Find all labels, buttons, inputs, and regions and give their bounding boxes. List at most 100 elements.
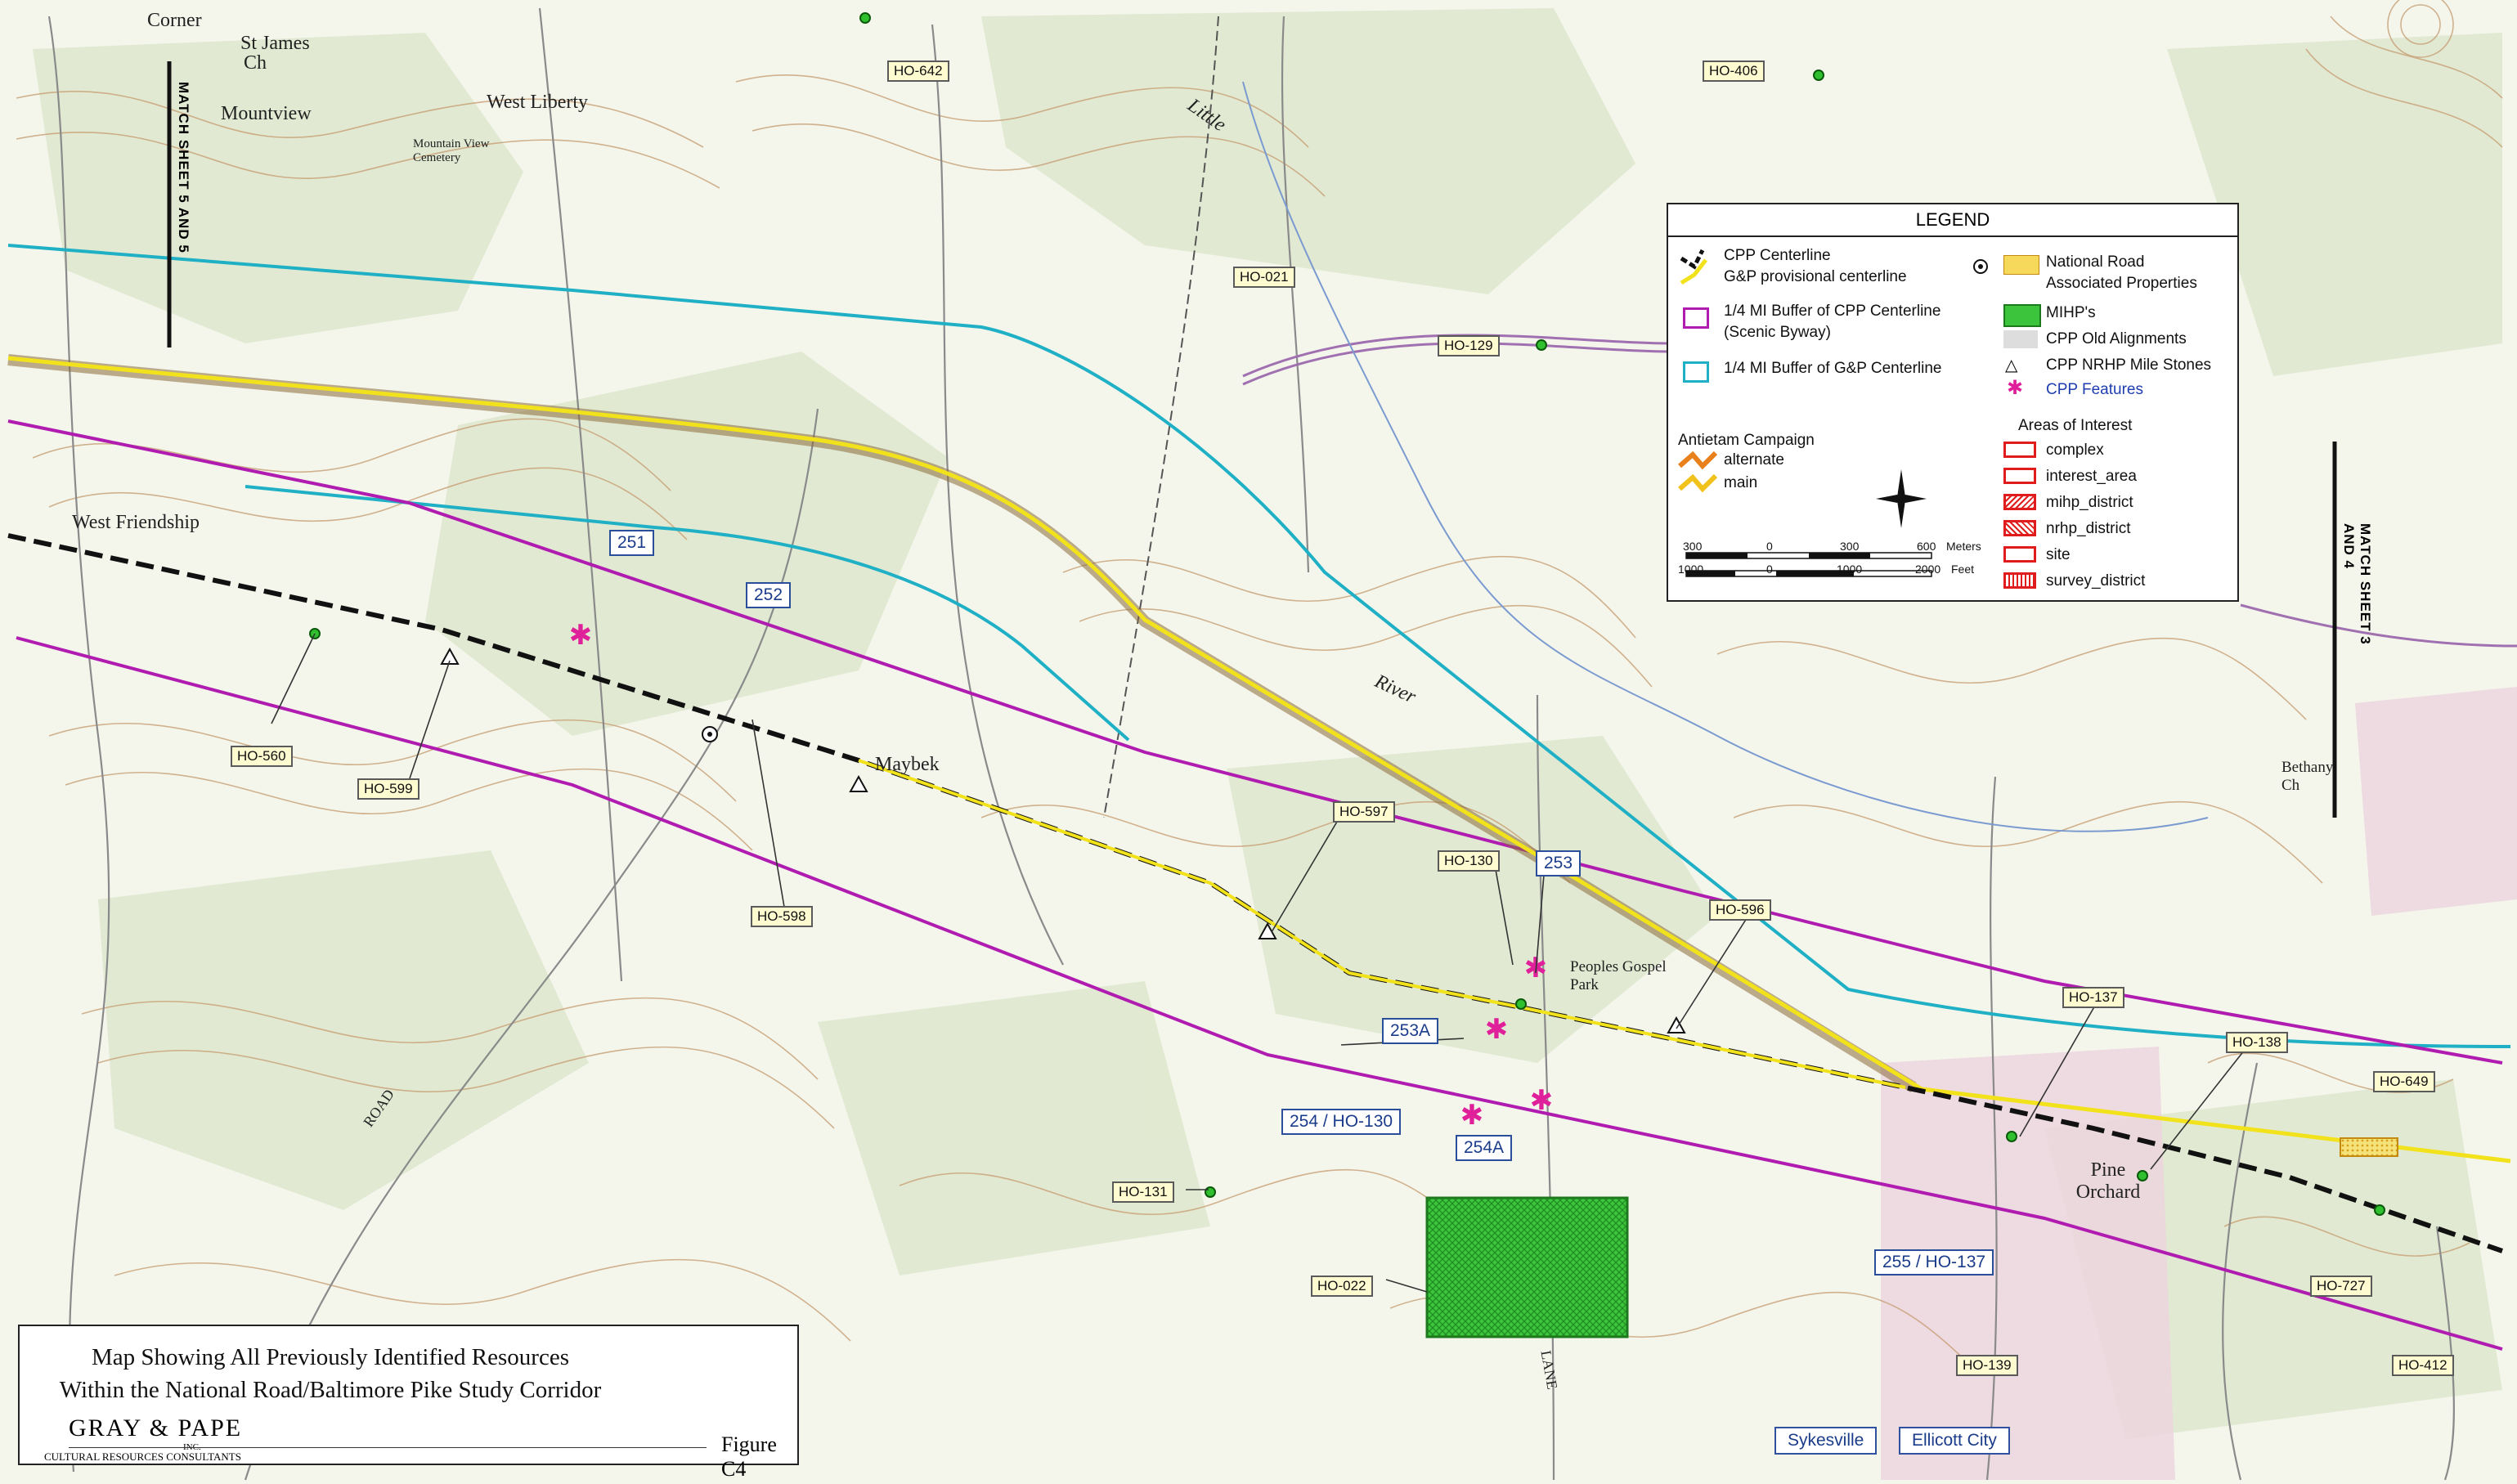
- little-patuxent-river: [1242, 81, 2209, 832]
- scale-m-unit: Meters: [1946, 540, 1981, 553]
- mihp-swatch: [2003, 304, 2041, 327]
- scale-m-2: 300: [1840, 540, 1860, 553]
- town-bethany-ch: Bethany Ch: [2281, 759, 2334, 794]
- scale-ft-2: 1000: [1837, 563, 1863, 576]
- feature-255[interactable]: 255 / HO-137: [1874, 1249, 1994, 1276]
- legend-main: main: [1724, 474, 1758, 491]
- legend-cpp-centerline: CPP Centerline: [1724, 247, 1831, 264]
- national-road-swatch: [2003, 255, 2039, 275]
- label-ho-598[interactable]: HO-598: [751, 906, 813, 927]
- legend-title: LEGEND: [1915, 209, 1990, 230]
- town-peoples-gospel-park: Peoples Gospel Park: [1570, 958, 1667, 993]
- nrhp-district-swatch: [2003, 520, 2036, 536]
- legend-survey-district: survey_district: [2046, 572, 2146, 590]
- national-road-property[interactable]: [2340, 1137, 2398, 1157]
- railway-line: [1103, 16, 1219, 818]
- label-ho-642[interactable]: HO-642: [887, 61, 949, 82]
- mile-stone-markers: [440, 647, 1686, 1033]
- gp-centerline: [7, 356, 2511, 1163]
- match-sheet-left: MATCH SHEET 5 AND 5: [176, 82, 191, 253]
- legend-mile-stones: CPP NRHP Mile Stones: [2046, 356, 2212, 374]
- firm-subtitle: CULTURAL RESOURCES CONSULTANTS: [44, 1450, 241, 1463]
- scale-bar: [1685, 552, 1932, 577]
- legend-site: site: [2046, 546, 2071, 563]
- town-mountview: Mountview: [221, 103, 312, 124]
- town-st-james-ch: Ch: [244, 52, 267, 74]
- legend-buffer-cpp: 1/4 MI Buffer of CPP Centerline: [1724, 303, 1941, 320]
- svg-text:✱: ✱: [569, 619, 593, 652]
- label-ho-596[interactable]: HO-596: [1709, 899, 1771, 921]
- legend-gp-centerline: G&P provisional centerline: [1724, 268, 1907, 285]
- firm-name: GRAY & PAPE: [69, 1415, 243, 1441]
- feature-253a[interactable]: 253A: [1382, 1018, 1439, 1044]
- complex-swatch: [2003, 442, 2036, 458]
- site-swatch: [2003, 546, 2036, 563]
- title-line-2: Within the National Road/Baltimore Pike …: [59, 1377, 602, 1403]
- feature-252[interactable]: 252: [746, 582, 792, 608]
- legend-buffer-gp: 1/4 MI Buffer of G&P Centerline: [1724, 360, 1942, 377]
- label-ho-129[interactable]: HO-129: [1438, 335, 1500, 356]
- legend-mihp-district: mihp_district: [2046, 494, 2133, 511]
- label-ho-727[interactable]: HO-727: [2310, 1276, 2372, 1297]
- match-sheet-bars: [167, 61, 2337, 818]
- label-ho-406[interactable]: HO-406: [1703, 61, 1765, 82]
- old-alignments-swatch: [2003, 330, 2038, 348]
- antietam-swatch: [1678, 451, 1718, 493]
- label-ho-137[interactable]: HO-137: [2062, 987, 2124, 1008]
- ellicott-city-button[interactable]: Ellicott City: [1899, 1427, 2010, 1455]
- label-ho-139[interactable]: HO-139: [1956, 1355, 2018, 1376]
- label-ho-560[interactable]: HO-560: [231, 746, 293, 767]
- label-leaders: [271, 633, 2251, 1293]
- svg-text:✱: ✱: [1460, 1099, 1484, 1132]
- label-ho-649[interactable]: HO-649: [2373, 1071, 2435, 1092]
- legend-mihps: MIHP's: [2046, 304, 2096, 321]
- feature-star-icon: ✱: [2007, 377, 2024, 399]
- mihp-district-swatch: [2003, 494, 2036, 510]
- national-road-point-icon: [1973, 259, 1988, 274]
- scale-m-1: 0: [1766, 540, 1773, 553]
- scale-ft-unit: Feet: [1951, 563, 1975, 576]
- legend-buffer-cpp-2: (Scenic Byway): [1724, 324, 1831, 341]
- national-road-point: [702, 726, 718, 742]
- legend-panel: LEGEND CPP Centerline G&P provisional ce…: [1667, 203, 2239, 602]
- buffer-cpp-swatch: [1683, 307, 1709, 329]
- mile-stone-icon: △: [2005, 356, 2018, 374]
- scale-m-0: 300: [1683, 540, 1703, 553]
- survey-district-swatch: [2003, 572, 2036, 589]
- title-block: Map Showing All Previously Identified Re…: [18, 1325, 799, 1481]
- label-ho-412[interactable]: HO-412: [2392, 1355, 2454, 1376]
- feature-253[interactable]: 253: [1536, 850, 1582, 877]
- legend-features: CPP Features: [2046, 381, 2143, 398]
- match-sheet-right: MATCH SHEET 3 AND 4: [2341, 523, 2373, 645]
- cpp-feature-markers[interactable]: ✱ ✱ ✱ ✱ ✱: [569, 619, 1554, 1132]
- interest-area-swatch: [2003, 468, 2036, 484]
- legend-alternate: alternate: [1724, 451, 1784, 469]
- scale-m-3: 600: [1917, 540, 1936, 553]
- town-corner: Corner: [147, 10, 202, 31]
- label-ho-021[interactable]: HO-021: [1233, 267, 1295, 288]
- legend-nrhp-district: nrhp_district: [2046, 520, 2131, 537]
- developed-areas: [1881, 687, 2517, 1480]
- label-ho-022[interactable]: HO-022: [1311, 1276, 1373, 1297]
- svg-text:✱: ✱: [1485, 1013, 1509, 1046]
- town-west-liberty: West Liberty: [487, 92, 589, 113]
- mihp-area[interactable]: [1425, 1196, 1629, 1338]
- buffer-gp-swatch: [1683, 361, 1709, 383]
- label-ho-131[interactable]: HO-131: [1112, 1181, 1174, 1203]
- title-line-1: Map Showing All Previously Identified Re…: [92, 1344, 569, 1370]
- legend-interest-area: interest_area: [2046, 468, 2137, 485]
- sykesville-button[interactable]: Sykesville: [1774, 1427, 1878, 1455]
- label-ho-130[interactable]: HO-130: [1438, 850, 1500, 872]
- feature-251[interactable]: 251: [609, 530, 655, 556]
- label-ho-597[interactable]: HO-597: [1333, 801, 1395, 823]
- feature-254[interactable]: 254 / HO-130: [1281, 1109, 1402, 1135]
- label-ho-138[interactable]: HO-138: [2226, 1032, 2288, 1053]
- legend-national-road: National Road: [2046, 253, 2145, 271]
- feature-254a[interactable]: 254A: [1456, 1135, 1513, 1161]
- legend-antietam: Antietam Campaign: [1678, 432, 1815, 449]
- gp-buffer-lines: [7, 244, 2511, 1048]
- town-mountain-view-cemetery: Mountain View Cemetery: [413, 137, 490, 164]
- label-ho-599[interactable]: HO-599: [357, 778, 420, 800]
- legend-complex: complex: [2046, 442, 2104, 459]
- north-arrow-icon: [1876, 469, 1927, 528]
